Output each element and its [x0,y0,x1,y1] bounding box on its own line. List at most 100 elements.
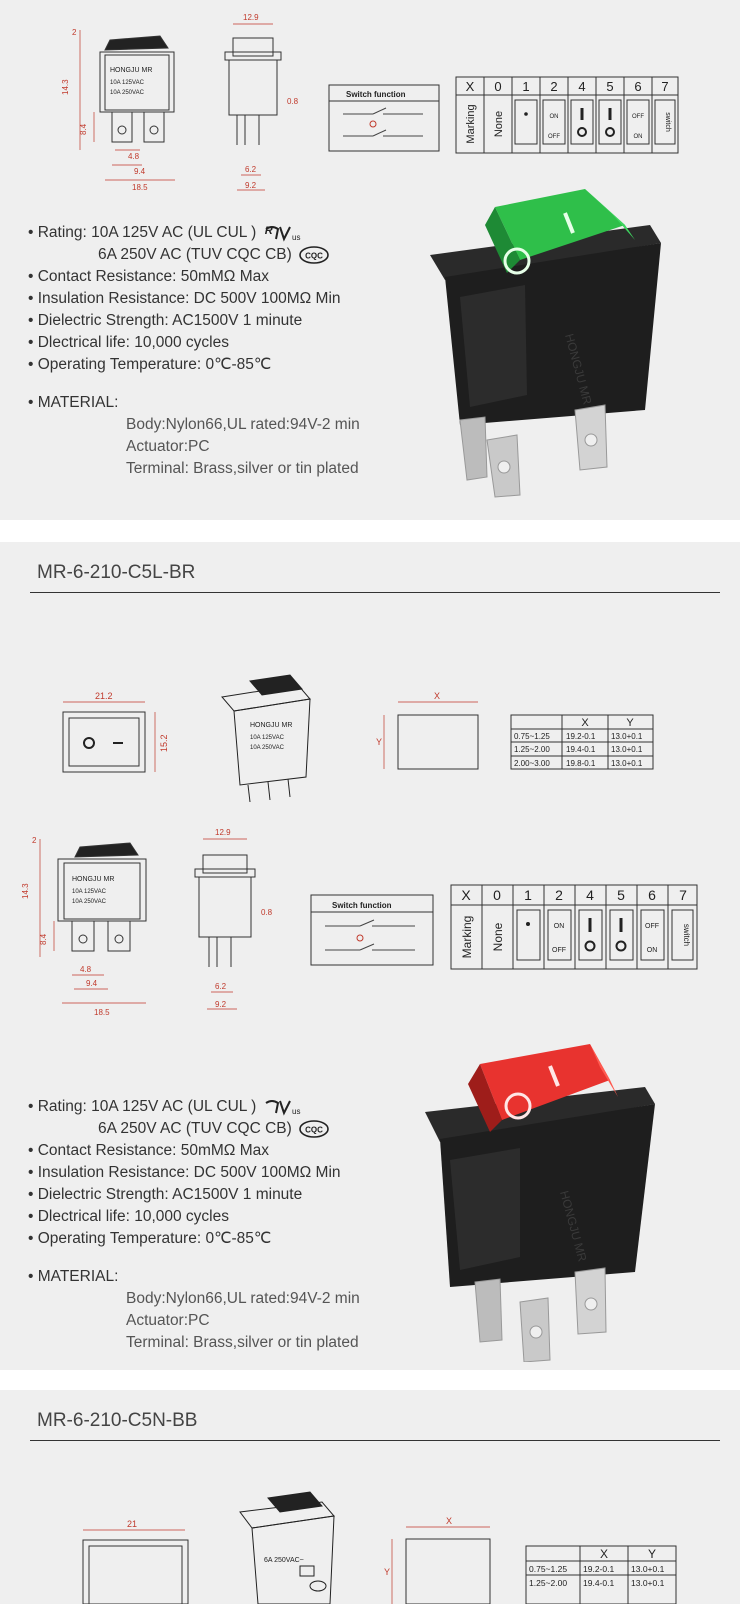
marking-h-5: 5 [606,79,613,94]
table-r2c2: 13.0+0.1 [611,759,643,768]
us-text: us [292,233,300,242]
spec-insulation-b: • Insulation Resistance: DC 500V 100MΩ M… [28,1164,341,1181]
switch-function-box-2: Switch function [310,894,434,966]
t3-r1c1: 19.4-0.1 [583,1578,614,1588]
dim-9-2-b: 9.2 [215,1000,227,1009]
dim-4-8-b: 4.8 [80,965,92,974]
table-r0c0: 0.75~1.25 [514,732,550,741]
iso-brand: HONGJU MR [250,722,292,729]
dim-9-4: 9.4 [134,167,146,176]
m2-none: None [491,922,505,951]
t3-r1c2: 13.0+0.1 [631,1578,665,1588]
spec-material-b: • MATERIAL: [28,1268,119,1285]
switch-function-box: Switch function [328,84,440,152]
table-r2c0: 2.00~3.00 [514,759,550,768]
dim-2: 2 [72,28,77,37]
table-r1c0: 1.25~2.00 [514,745,550,754]
dim-9-4-b: 9.4 [86,979,98,988]
spec-life: • Dlectrical life: 10,000 cycles [28,334,229,351]
dim-12-9: 12.9 [243,13,259,22]
t3-r0c1: 19.2-0.1 [583,1564,614,1574]
section-title-2: MR-6-210-C5L-BR [37,562,196,583]
spec-dielectric: • Dielectric Strength: AC1500V 1 minute [28,312,303,329]
m2-on: ON [554,923,565,930]
spec-rating-b: • Rating: 10A 125V AC (UL CUL ) us [28,1096,360,1118]
front-view-drawing: 12.9 0.8 6.2 9.2 [224,13,299,191]
marking-table-2: X 0 1 2 4 5 6 7 Marking None ON OFF OFF … [450,884,698,970]
table-h-y: Y [626,717,634,729]
side-view-drawing-2: 2 14.3 8.4 4.8 9.4 18.5 HONGJU MR 10A 12… [21,836,147,1017]
brand-text: HONGJU MR [110,67,152,74]
t3-h-x: X [600,1547,608,1561]
red-switch-photo: HONGJU MR [425,1044,655,1362]
table-r1c1: 19.4-0.1 [566,745,596,754]
dim-9-2: 9.2 [245,181,257,190]
brand-text-b: HONGJU MR [72,876,114,883]
panel-cutout-drawing: X Y [376,691,479,770]
spec-temp: • Operating Temperature: 0℃-85℃ [28,356,272,373]
table-r0c1: 19.2-0.1 [566,732,596,741]
spec-actuator: Actuator:PC [126,438,210,455]
spec-material: • MATERIAL: [28,394,119,411]
dim-21-2: 21.2 [95,691,113,701]
iso-line3-3: 6A 250VAC~ [264,1557,304,1564]
dim-x: X [434,691,440,701]
spec-temp-b: • Operating Temperature: 0℃-85℃ [28,1230,272,1247]
brand-line3: 10A 250VAC [110,90,145,96]
brand-line2-b: 10A 125VAC [72,889,107,895]
dim-6-2-b: 6.2 [215,982,227,991]
table-r2c1: 19.8-0.1 [566,759,596,768]
dim-y: Y [376,737,382,747]
panel-cutout-drawing-3: X Y [384,1516,491,1604]
m2-marking: Marking [460,916,474,959]
marking-h-x: X [466,79,475,94]
t3-r1c0: 1.25~2.00 [529,1578,567,1588]
m2-h-6: 6 [648,887,656,903]
spec-life-b: • Dlectrical life: 10,000 cycles [28,1208,229,1225]
spec-contact: • Contact Resistance: 50mMΩ Max [28,268,269,285]
us-text-2: us [292,1107,300,1116]
iso-view-drawing: HONGJU MR 10A 125VAC 10A 250VAC [221,674,311,803]
top-view-drawing: 21.2 15.2 [62,691,169,773]
marking-h-2: 2 [550,79,557,94]
ul-icon-2: us [265,1100,301,1116]
spec-body: Body:Nylon66,UL rated:94V-2 min [126,416,360,433]
dim-14-3: 14.3 [61,79,70,95]
spec-insulation: • Insulation Resistance: DC 500V 100MΩ M… [28,290,341,307]
section-title-3: MR-6-210-C5N-BB [37,1410,198,1431]
on-label-6: ON [634,134,643,140]
cqc-icon-2: CQC [299,1120,329,1138]
dim-8-4-b: 8.4 [39,933,48,945]
switch-label: switch [664,112,671,132]
dim-y-3: Y [384,1567,390,1577]
dim-x-3: X [446,1516,452,1526]
title-rule-2 [30,592,720,593]
switch-function-label: Switch function [346,90,406,99]
m2-h-2: 2 [555,887,563,903]
dim-18-5-b: 18.5 [94,1008,110,1017]
dim-18-5: 18.5 [132,183,148,192]
t3-h-y: Y [648,1547,656,1561]
none-label: None [493,111,505,137]
dim-6-2: 6.2 [245,165,257,174]
marking-h-7: 7 [661,79,668,94]
m2-off: OFF [552,947,566,954]
table-r0c2: 13.0+0.1 [611,732,643,741]
marking-h-0: 0 [494,79,501,94]
green-switch-photo: HONGJU MR [430,189,661,498]
panel-thickness-table: X Y 0.75~1.25 19.2-0.1 13.0+0.1 1.25~2.0… [510,714,654,770]
cqc-text: CQC [305,252,323,261]
spec-rating-2: 6A 250V AC (TUV CQC CB) CQC [28,244,360,266]
spec-terminal-b: Terminal: Brass,silver or tin plated [126,1334,359,1351]
t3-r0c0: 0.75~1.25 [529,1564,567,1574]
iso-line3: 10A 250VAC [250,745,285,751]
spec-actuator-b: Actuator:PC [126,1312,210,1329]
dim-15-2: 15.2 [159,734,169,752]
product-panel-2: MR-6-210-C5L-BR 21.2 15.2 HONGJU MR 10A … [0,542,740,1370]
panel-thickness-table-3: X Y 0.75~1.25 19.2-0.1 13.0+0.1 1.25~2.0… [525,1545,677,1604]
dim-14-3-b: 14.3 [21,883,30,899]
m2-off-6: OFF [645,923,659,930]
switch-function-label-2: Switch function [332,901,392,910]
